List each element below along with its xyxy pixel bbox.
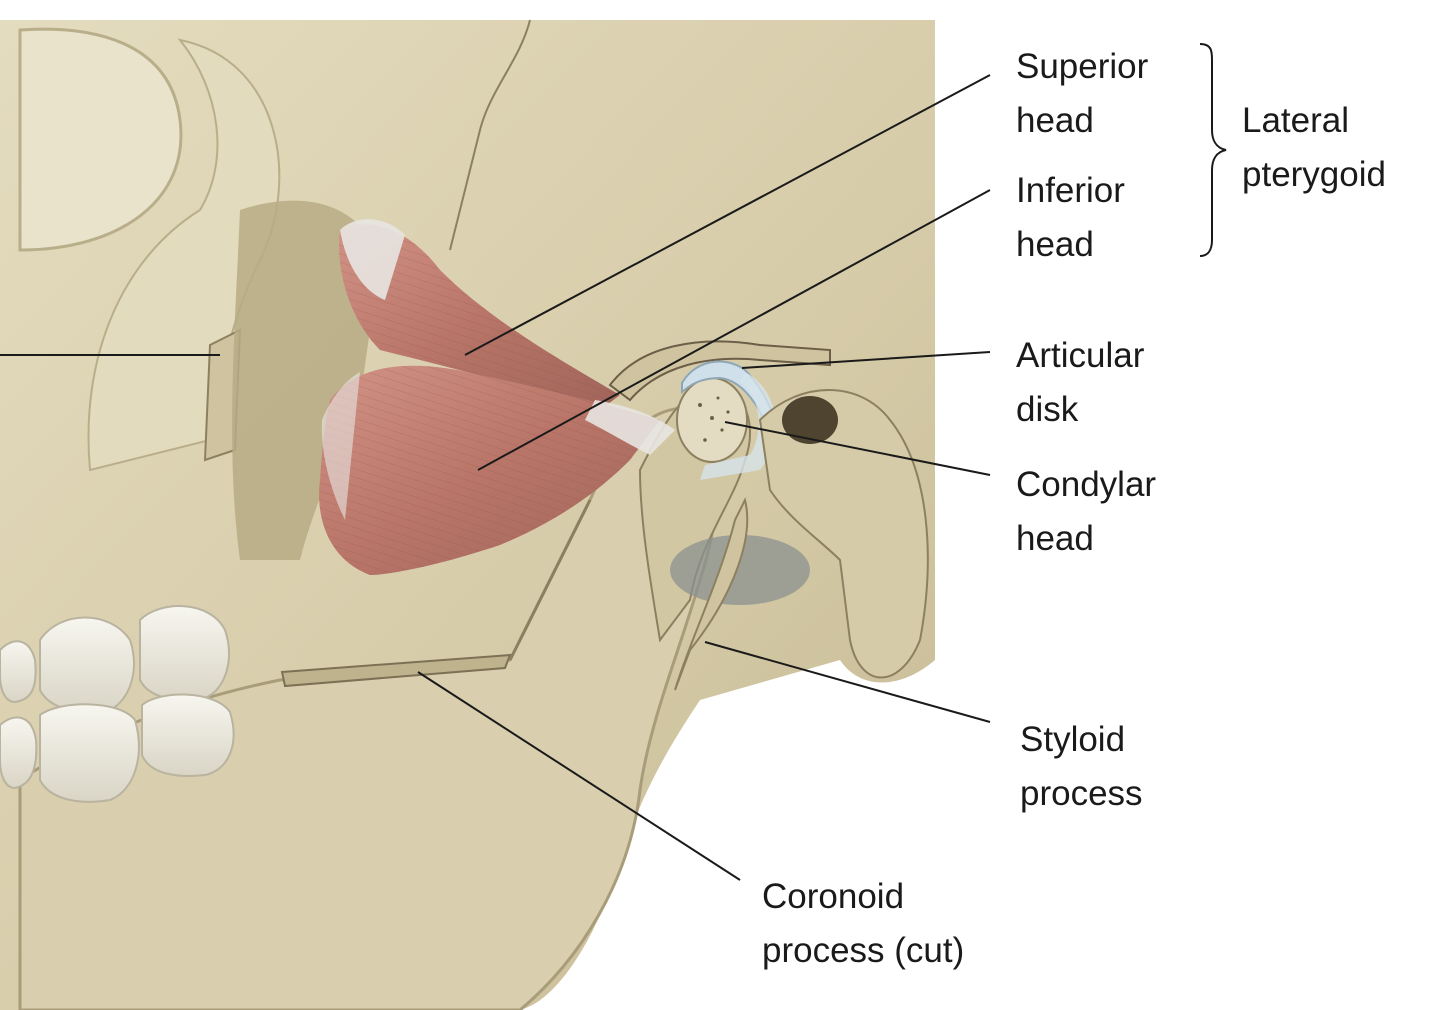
leader-inferior-head (477, 189, 991, 471)
suture-line (449, 19, 531, 251)
teeth (0, 605, 235, 803)
label-articular-disk: Articular disk (1016, 336, 1145, 429)
leader-styloid-process (704, 641, 991, 723)
orbit (18, 27, 183, 252)
label-coronoid-process: Coronoid process (cut) (762, 877, 965, 970)
leader-coronoid-process (417, 671, 741, 881)
inferior-head-tendon (585, 400, 675, 455)
lateral-pterygoid-brace (1199, 43, 1227, 257)
leader-superior-head (464, 74, 991, 356)
leader-articular-disk (741, 351, 991, 369)
label-condylar-head: Condylar head (1016, 465, 1157, 558)
label-superior-head: Superior head (1016, 47, 1149, 140)
label-inferior-head: Inferior head (1016, 171, 1125, 264)
condyle-trabeculae (698, 396, 730, 442)
mastoid-shadow (670, 535, 810, 605)
leader-condylar-head (724, 421, 991, 476)
mastoid-region (758, 389, 929, 679)
label-styloid-process: Styloid process (1020, 720, 1143, 813)
label-lateral-pterygoid: Lateral pterygoid (1242, 101, 1386, 194)
mandibular-notch-edge (508, 499, 592, 661)
superior-head-fibers (339, 224, 620, 410)
leader-lines (0, 43, 1227, 881)
coronoid-cut-surface (280, 653, 512, 688)
external-acoustic-meatus (782, 396, 838, 444)
orbit-rim (87, 38, 281, 472)
infratemporal-fossa (232, 200, 380, 560)
styloid-process-shape (674, 497, 749, 691)
inferior-head-aponeurosis (321, 372, 360, 520)
superior-head-tendon (340, 219, 405, 300)
glenoid-fossa (608, 340, 831, 402)
joint-capsule (700, 372, 776, 480)
